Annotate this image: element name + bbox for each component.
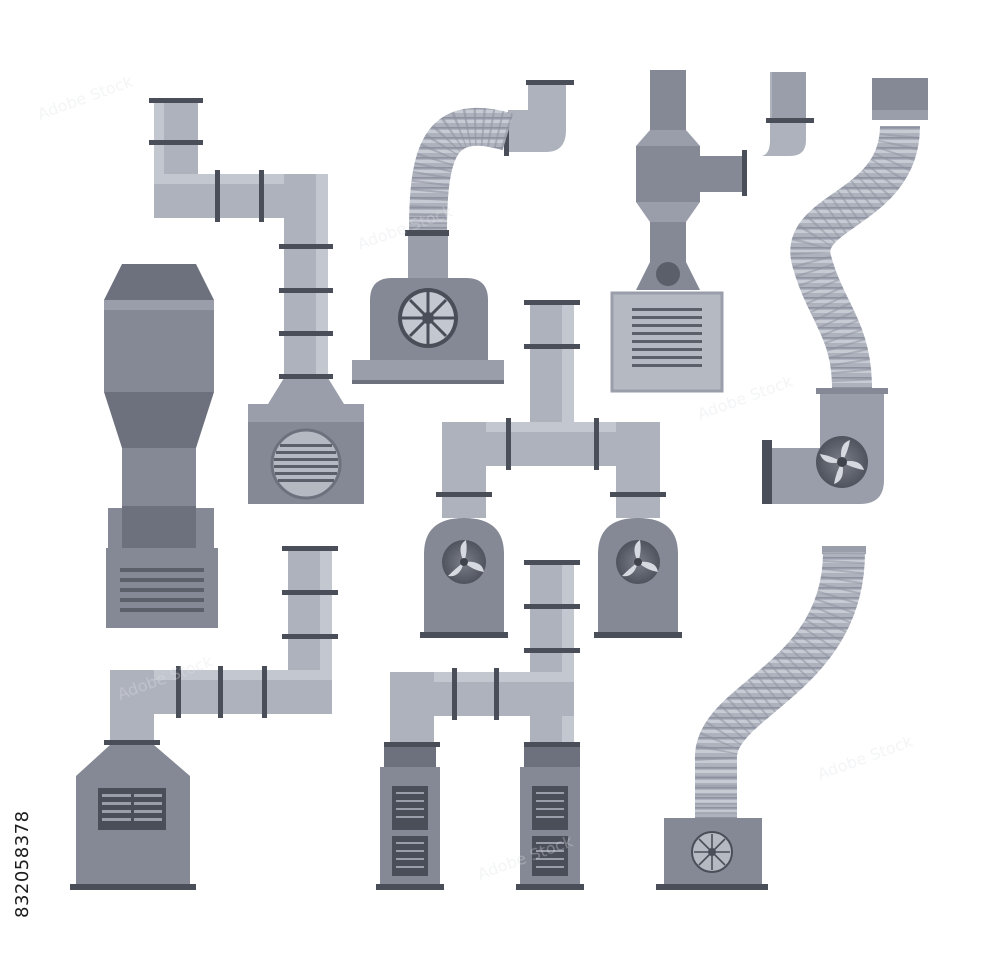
flex-duct-centrifugal-blower xyxy=(352,80,574,384)
hood-duct-with-vent-panel xyxy=(610,70,814,393)
flex-duct-floor-fan-box xyxy=(656,546,866,890)
elbow-duct-air-handler xyxy=(70,546,338,890)
elbow-duct-with-grille-box xyxy=(149,98,364,504)
twin-fan-manifold xyxy=(420,300,682,638)
large-exhaust-stack xyxy=(104,264,218,628)
svg-text:Adobe Stock: Adobe Stock xyxy=(815,731,916,783)
svg-text:Adobe Stock: Adobe Stock xyxy=(35,71,136,123)
flex-duct-axial-fan xyxy=(762,78,928,504)
stock-id-label: 832058378 xyxy=(12,810,33,918)
twin-vent-cabinet-manifold xyxy=(376,560,584,890)
